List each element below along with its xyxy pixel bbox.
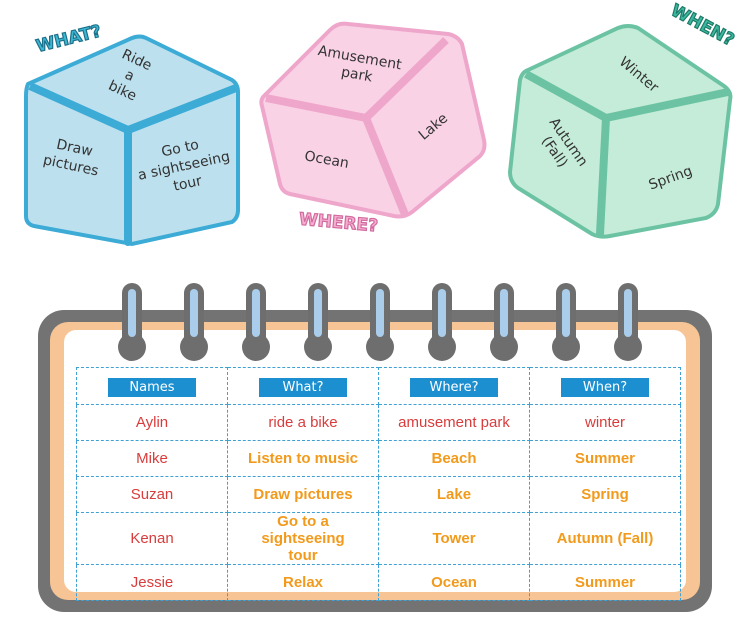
header-names: Names — [76, 367, 228, 405]
cell-what: Listen to music — [227, 440, 379, 477]
table-row: Jessie Relax Ocean Summer — [76, 564, 681, 601]
binder-ring — [490, 283, 518, 361]
cell-where: Tower — [378, 512, 530, 565]
cell-name: Kenan — [76, 512, 228, 565]
what-heading: WHAT? — [34, 21, 103, 56]
cell-name: Aylin — [76, 404, 228, 441]
when-heading: WHEN? — [667, 1, 737, 51]
binder-ring — [180, 283, 208, 361]
what-face-right: Go toa sightseeingtour — [133, 131, 235, 201]
binder-ring — [552, 283, 580, 361]
cell-name: Jessie — [76, 564, 228, 601]
table-header-row: Names What? Where? When? — [76, 367, 681, 405]
dice-illustration: Rideabike Drawpictures Go toa sightseein… — [24, 0, 738, 247]
cell-when: winter — [529, 404, 681, 441]
binder-ring — [366, 283, 394, 361]
cell-when: Summer — [529, 440, 681, 477]
binder-ring — [118, 283, 146, 361]
header-what: What? — [227, 367, 379, 405]
cell-what: Go to a sightseeing tour — [227, 512, 379, 565]
binder-ring — [242, 283, 270, 361]
cell-where: Lake — [378, 476, 530, 513]
cell-when: Spring — [529, 476, 681, 513]
where-face-left: Ocean — [303, 148, 350, 172]
header-when: When? — [529, 367, 681, 405]
table-row: Kenan Go to a sightseeing tour Tower Aut… — [76, 512, 681, 565]
what-die: Rideabike Drawpictures Go toa sightseein… — [24, 21, 240, 247]
cell-when: Summer — [529, 564, 681, 601]
when-die: Winter Autumn(Fall) Spring WHEN? — [507, 0, 738, 239]
plans-table: Names What? Where? When? Aylin ride a bi… — [76, 367, 681, 601]
cell-when: Autumn (Fall) — [529, 512, 681, 565]
table-row: Aylin ride a bike amusement park winter — [76, 404, 681, 441]
cell-name: Mike — [76, 440, 228, 477]
cell-what: Draw pictures — [227, 476, 379, 513]
cell-where: Beach — [378, 440, 530, 477]
header-where: Where? — [378, 367, 530, 405]
where-heading: WHERE? — [298, 210, 379, 237]
cell-name: Suzan — [76, 476, 228, 513]
cell-where: amusement park — [378, 404, 530, 441]
binder-ring — [614, 283, 642, 361]
where-die: Amusementpark Ocean Lake WHERE? — [259, 21, 487, 237]
table-row: Suzan Draw pictures Lake Spring — [76, 476, 681, 513]
binder-ring — [428, 283, 456, 361]
table-row: Mike Listen to music Beach Summer — [76, 440, 681, 477]
cell-what: ride a bike — [227, 404, 379, 441]
cell-what: Relax — [227, 564, 379, 601]
cell-where: Ocean — [378, 564, 530, 601]
binder-ring — [304, 283, 332, 361]
